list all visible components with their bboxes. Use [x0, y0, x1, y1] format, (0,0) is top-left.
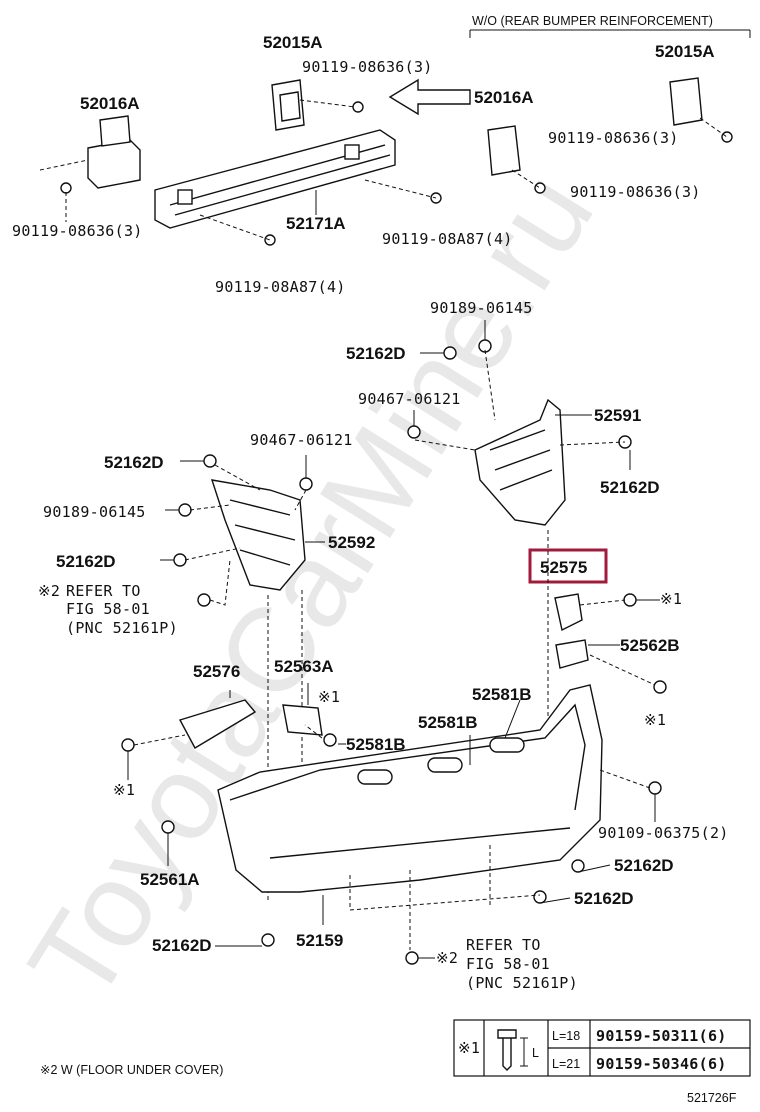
label-52016A-left: 52016A — [80, 94, 140, 113]
bolt-near-52562B — [653, 680, 667, 694]
part-52562B-retainer[interactable] — [555, 639, 589, 669]
label-52016A-right: 52016A — [474, 88, 534, 107]
top-leader-dashes — [39, 99, 728, 241]
mark-1-c: ※1 — [318, 688, 340, 706]
label-52162D-2: 52162D — [104, 453, 164, 472]
part-52016A-left-bracket[interactable] — [87, 115, 141, 189]
label-bolt-08A87-a: 90119-08A87(4) — [382, 230, 513, 248]
table-mark: ※1 — [458, 1039, 480, 1057]
ref-bottom-mark: ※2 — [436, 949, 458, 967]
part-52592-left-retainer[interactable] — [210, 479, 306, 591]
ref-bottom-line2: FIG 58-01 — [466, 955, 550, 973]
label-52562B: 52562B — [620, 636, 680, 655]
label-52162D-7: 52162D — [152, 936, 212, 955]
ref-bottom-line3: (PNC 52161P) — [466, 974, 578, 992]
mark-1-b: ※1 — [644, 711, 666, 729]
label-52162D-4: 52162D — [56, 552, 116, 571]
footnote: ※2 W (FLOOR UNDER COVER) — [40, 1063, 223, 1077]
highlight-box-52575[interactable] — [528, 548, 608, 584]
retainer-leaders — [588, 599, 660, 646]
label-screw-06375: 90109-06375(2) — [598, 824, 729, 842]
mark-1-d: ※1 — [113, 781, 135, 799]
label-nut-06121-b: 90467-06121 — [250, 431, 353, 449]
label-52162D-1: 52162D — [346, 344, 406, 363]
label-52159: 52159 — [296, 931, 343, 950]
ref-bottom-line1: REFER TO — [466, 936, 541, 954]
label-bolt-08636-b: 90119-08636(3) — [548, 129, 679, 147]
part-52016A-right-bracket[interactable] — [487, 125, 521, 176]
part-52171A-reinforcement[interactable] — [154, 129, 396, 229]
bolt-spec-table: ※1 L L=18 90159-50311(6) L=21 90159-5034… — [453, 1019, 751, 1077]
ref-left-line3: (PNC 52161P) — [66, 619, 178, 637]
part-52015A-center-bracket[interactable] — [271, 79, 305, 131]
label-52162D-3: 52162D — [600, 478, 660, 497]
table-row2-length: L=21 — [552, 1057, 580, 1071]
direction-arrow — [388, 78, 471, 116]
ref-left-mark: ※2 — [38, 582, 60, 600]
mark-1-a: ※1 — [660, 590, 682, 608]
label-52575: 52575 — [540, 558, 587, 577]
part-52015A-right-bracket[interactable] — [669, 77, 703, 126]
part-52563A-bracket[interactable] — [282, 704, 323, 736]
label-bolt-08636-d: 90119-08636(3) — [12, 222, 143, 240]
label-52581B-1: 52581B — [472, 685, 532, 704]
bottom-leader-dashes — [133, 724, 651, 950]
header-note: W/O (REAR BUMPER REINFORCEMENT) — [472, 14, 713, 28]
retainer-dashes — [579, 599, 656, 686]
label-52563A: 52563A — [274, 657, 334, 676]
bolts-top — [60, 101, 733, 246]
label-bolt-08636-a: 90119-08636(3) — [302, 58, 433, 76]
label-bolt-08A87-b: 90119-08A87(4) — [215, 278, 346, 296]
bolt-icon — [497, 1029, 517, 1071]
part-52575-retainer[interactable] — [554, 593, 583, 632]
figure-id: 521726F — [687, 1091, 737, 1105]
label-bolt-08636-c: 90119-08636(3) — [570, 183, 701, 201]
label-52015A-right: 52015A — [655, 42, 715, 61]
label-52592: 52592 — [328, 533, 375, 552]
label-clip-06145-a: 90189-06145 — [430, 299, 533, 317]
table-row1-part: 90159-50311(6) — [596, 1027, 727, 1045]
middle-leader-dashes — [184, 349, 626, 606]
part-52576-bracket[interactable] — [178, 699, 257, 749]
label-52162D-5: 52162D — [614, 856, 674, 875]
bolt-near-52575 — [623, 593, 637, 607]
table-row1-length: L=18 — [552, 1029, 580, 1043]
label-52591: 52591 — [594, 406, 641, 425]
label-52171A: 52171A — [286, 214, 346, 233]
label-52581B-3: 52581B — [346, 735, 406, 754]
ref-left-line1: REFER TO — [66, 582, 141, 600]
middle-leader-lines — [160, 320, 631, 561]
table-row2-part: 90159-50346(6) — [596, 1055, 727, 1073]
part-52591-right-retainer[interactable] — [474, 398, 566, 526]
label-clip-06145-b: 90189-06145 — [43, 503, 146, 521]
label-52162D-6: 52162D — [574, 889, 634, 908]
label-52581B-2: 52581B — [418, 713, 478, 732]
label-52576: 52576 — [193, 662, 240, 681]
ref-left-line2: FIG 58-01 — [66, 600, 150, 618]
label-52561A: 52561A — [140, 870, 200, 889]
bottom-leader-lines — [127, 683, 656, 959]
label-52015A-left: 52015A — [263, 33, 323, 52]
label-nut-06121-a: 90467-06121 — [358, 390, 461, 408]
clips-bottom — [121, 733, 662, 965]
header-bracket — [469, 29, 751, 38]
table-dim-label: L — [532, 1046, 539, 1060]
